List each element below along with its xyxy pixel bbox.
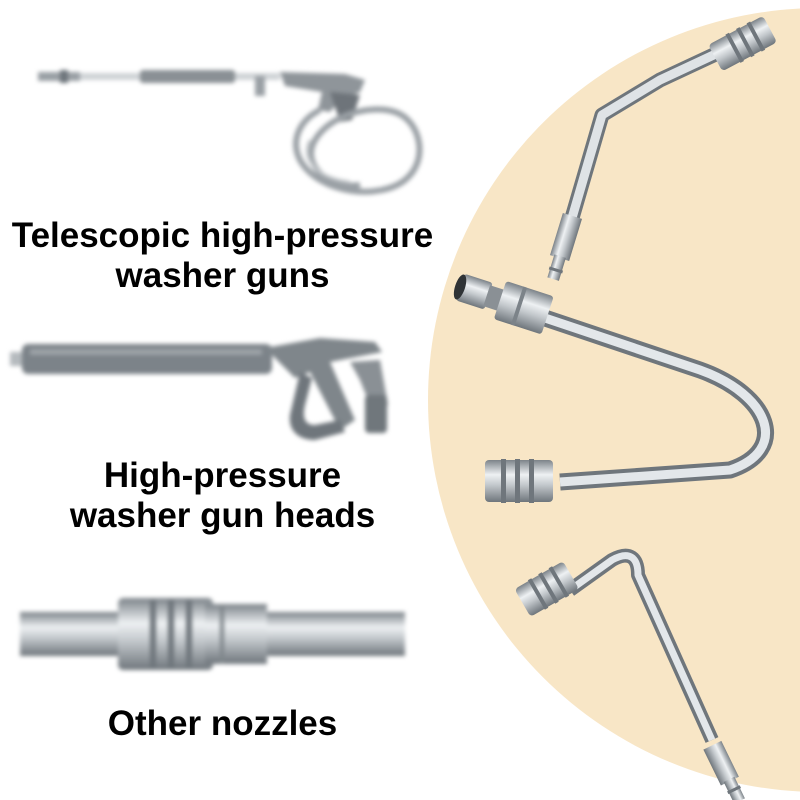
caption-line: washer guns	[115, 256, 330, 295]
other-nozzles-caption: Other nozzles	[0, 704, 445, 744]
straight-pipe-with-coupler-icon	[20, 598, 405, 670]
caption-line: Telescopic high-pressure	[11, 216, 434, 255]
telescopic-caption: Telescopic high-pressure washer guns	[0, 216, 445, 296]
angled-extension-wand-icon	[547, 17, 776, 281]
u-shaped-extension-wand-icon	[453, 274, 774, 503]
caption-line: washer gun heads	[69, 496, 376, 535]
caption-line: High-pressure	[103, 456, 342, 495]
pressure-washer-gun-icon	[10, 338, 388, 440]
gun-heads-caption: High-pressure washer gun heads	[0, 456, 445, 536]
l-shaped-extension-wand-icon	[515, 548, 745, 800]
caption-line: Other nozzles	[107, 704, 338, 743]
telescopic-gun-with-hose-icon	[38, 70, 423, 195]
